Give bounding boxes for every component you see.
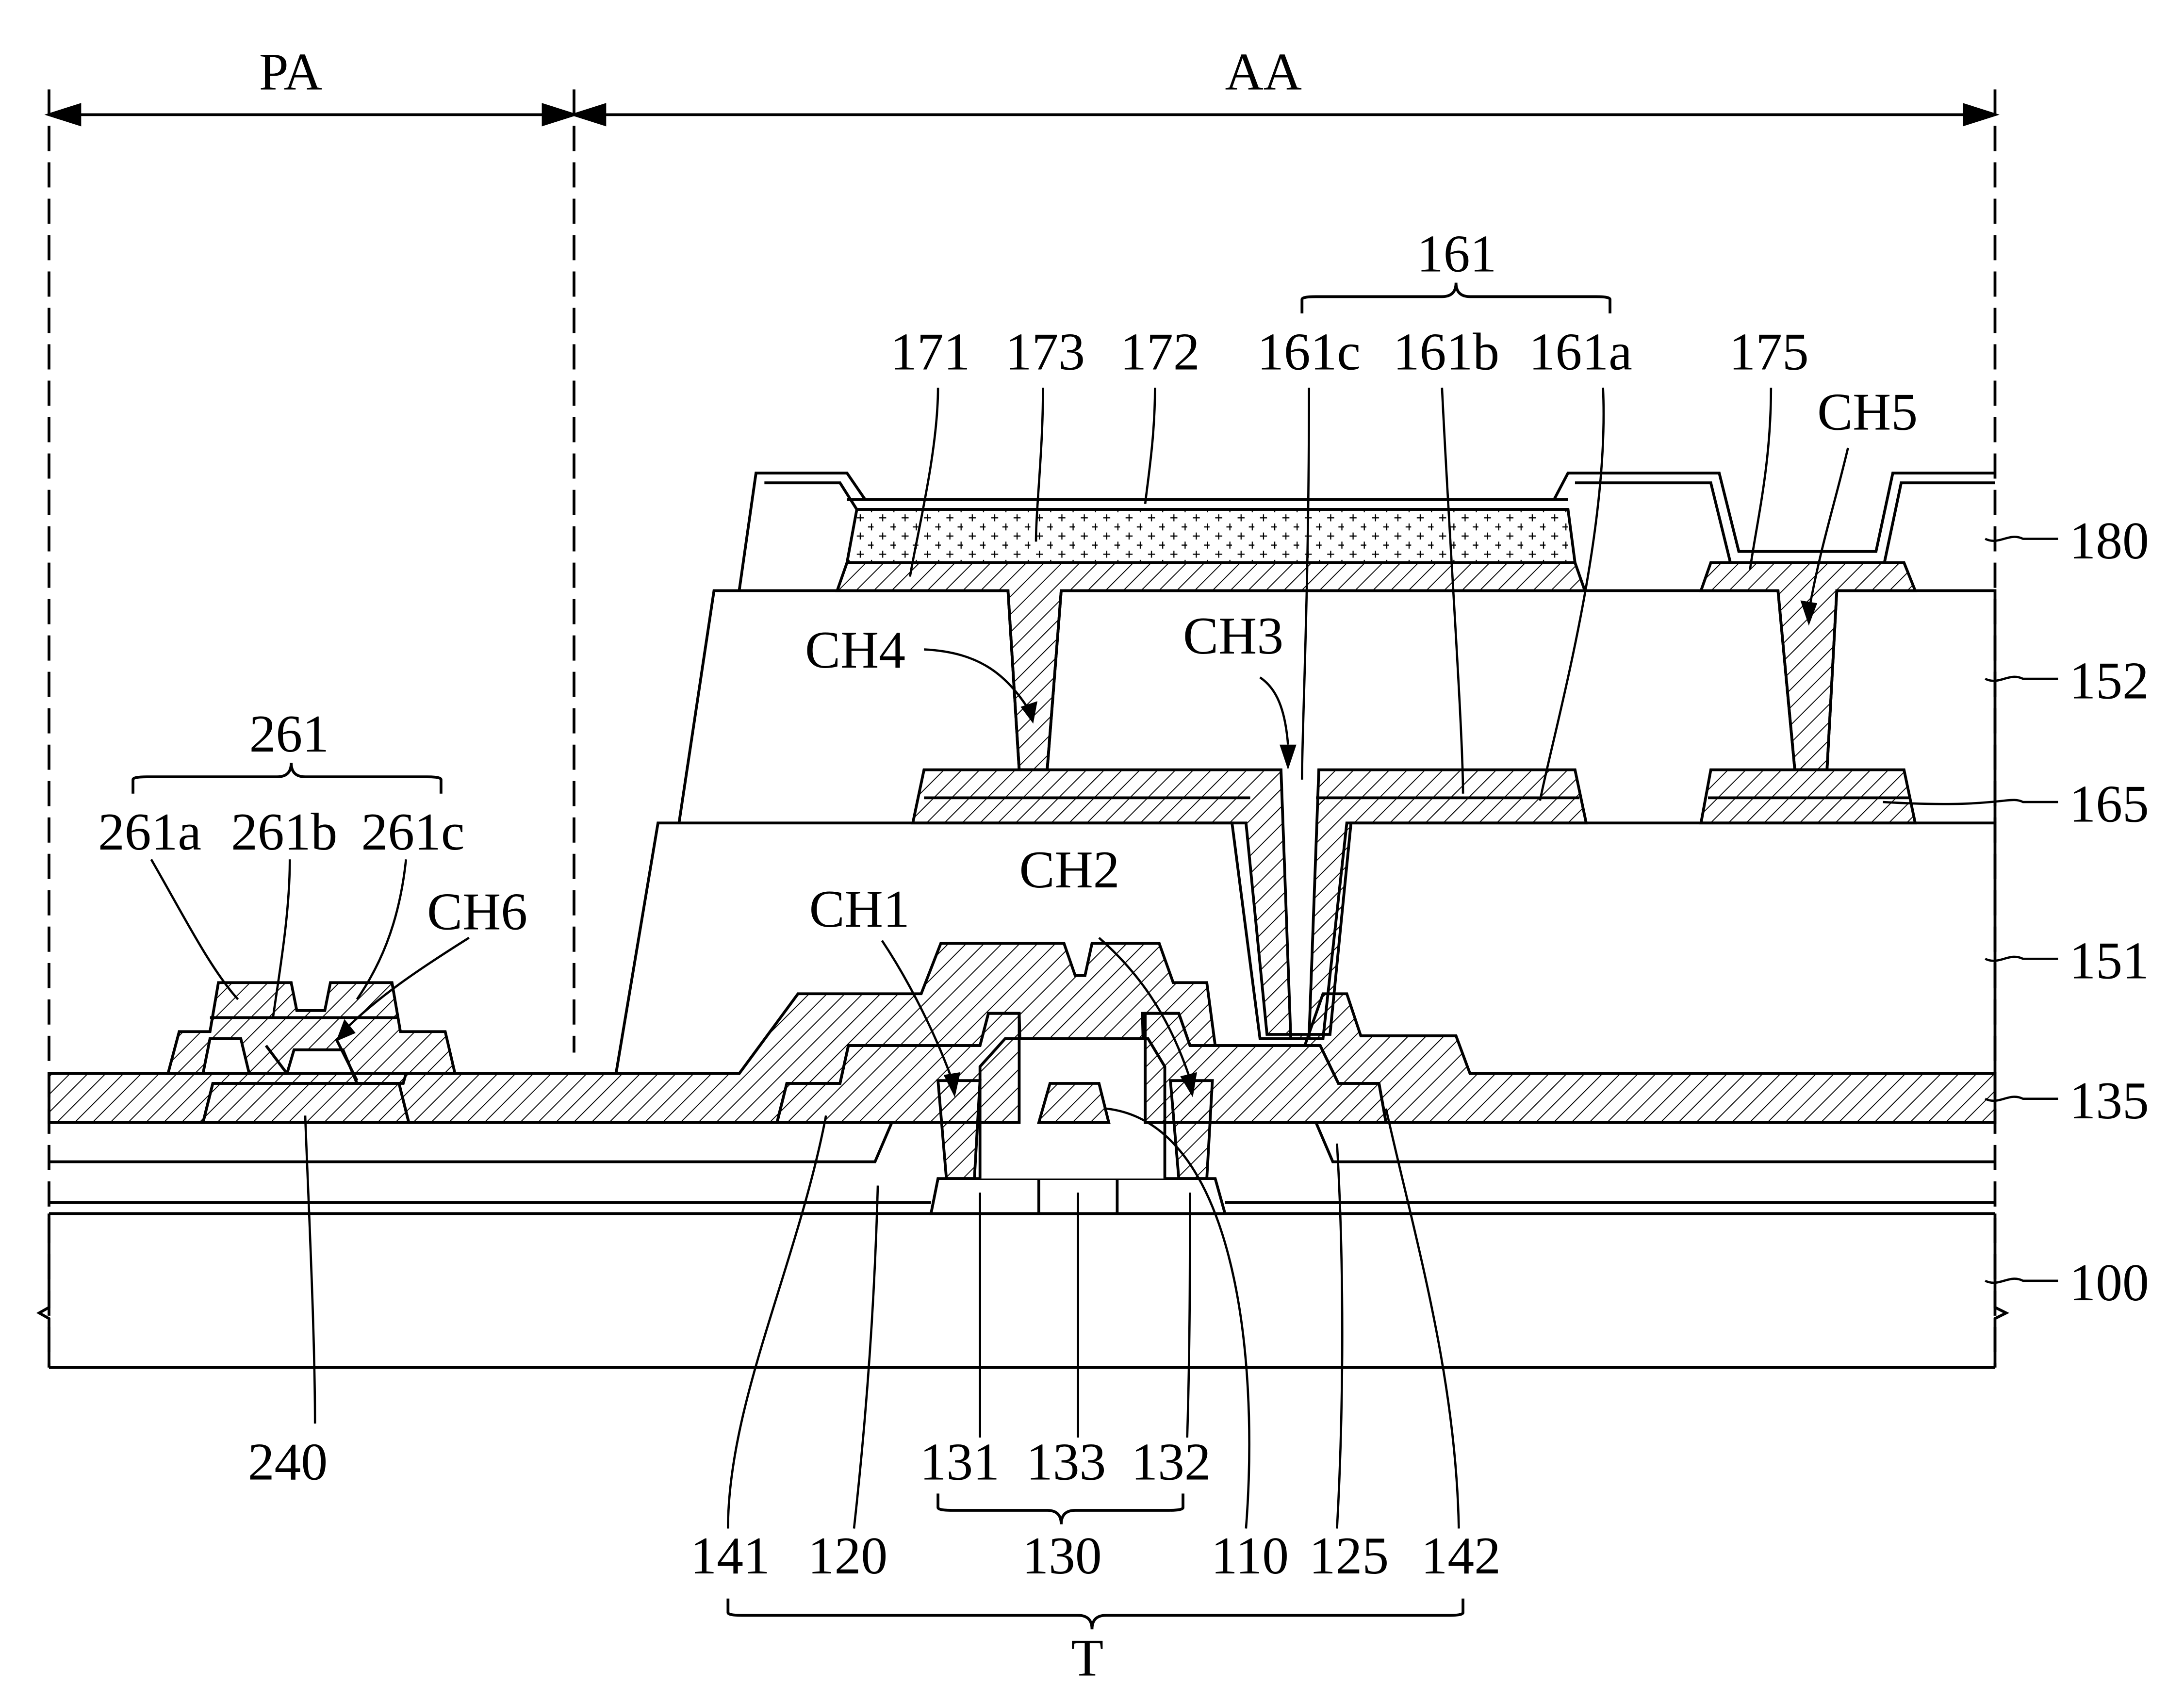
brace-label-161: 161: [1417, 224, 1496, 283]
pad-261: [168, 982, 455, 1083]
label-261c: 261c: [361, 802, 464, 861]
brace-label-130: 130: [1022, 1526, 1101, 1585]
label-261a: 261a: [98, 802, 201, 861]
label-120: 120: [808, 1526, 887, 1585]
label-172: 172: [1120, 322, 1199, 381]
electrode-171: [837, 563, 1585, 770]
gate-110: [1039, 1083, 1109, 1123]
label-171: 171: [890, 322, 970, 381]
region-label-pa: PA: [259, 42, 322, 101]
label-132: 132: [1131, 1432, 1211, 1491]
side-label-152: 152: [2069, 651, 2149, 710]
label-133: 133: [1026, 1432, 1106, 1491]
label-125: 125: [1309, 1526, 1389, 1585]
label-ch3: CH3: [1183, 606, 1283, 665]
label-142: 142: [1421, 1526, 1501, 1585]
region-label-aa: AA: [1225, 42, 1302, 101]
layer-172: [847, 500, 1568, 509]
side-label-165: 165: [2069, 774, 2149, 833]
electrode-175: [1701, 563, 1915, 770]
side-label-135: 135: [2069, 1071, 2149, 1130]
brace-label-261: 261: [249, 704, 329, 763]
label-ch2: CH2: [1019, 840, 1119, 899]
label-ch1: CH1: [809, 879, 910, 938]
label-110: 110: [1211, 1526, 1289, 1585]
side-label-151: 151: [2069, 931, 2149, 990]
label-240: 240: [248, 1432, 328, 1491]
label-141: 141: [690, 1526, 770, 1585]
label-131: 131: [920, 1432, 1000, 1491]
label-261b: 261b: [231, 802, 337, 861]
braces: [133, 283, 1610, 1630]
side-label-180: 180: [2069, 511, 2149, 570]
plug-ch2: [1170, 1080, 1213, 1178]
substrate-100: [39, 1213, 2006, 1367]
side-label-100: 100: [2069, 1253, 2149, 1312]
plug-ch1: [938, 1080, 980, 1178]
brace-label-t: T: [1071, 1628, 1103, 1687]
label-175: 175: [1729, 322, 1808, 381]
label-161a: 161a: [1529, 322, 1632, 381]
label-161b: 161b: [1393, 322, 1499, 381]
label-ch6: CH6: [427, 882, 527, 941]
label-161c: 161c: [1257, 322, 1361, 381]
label-ch5: CH5: [1817, 382, 1918, 442]
label-ch4: CH4: [805, 620, 905, 679]
label-173: 173: [1005, 322, 1085, 381]
layer-173: [847, 509, 1575, 563]
